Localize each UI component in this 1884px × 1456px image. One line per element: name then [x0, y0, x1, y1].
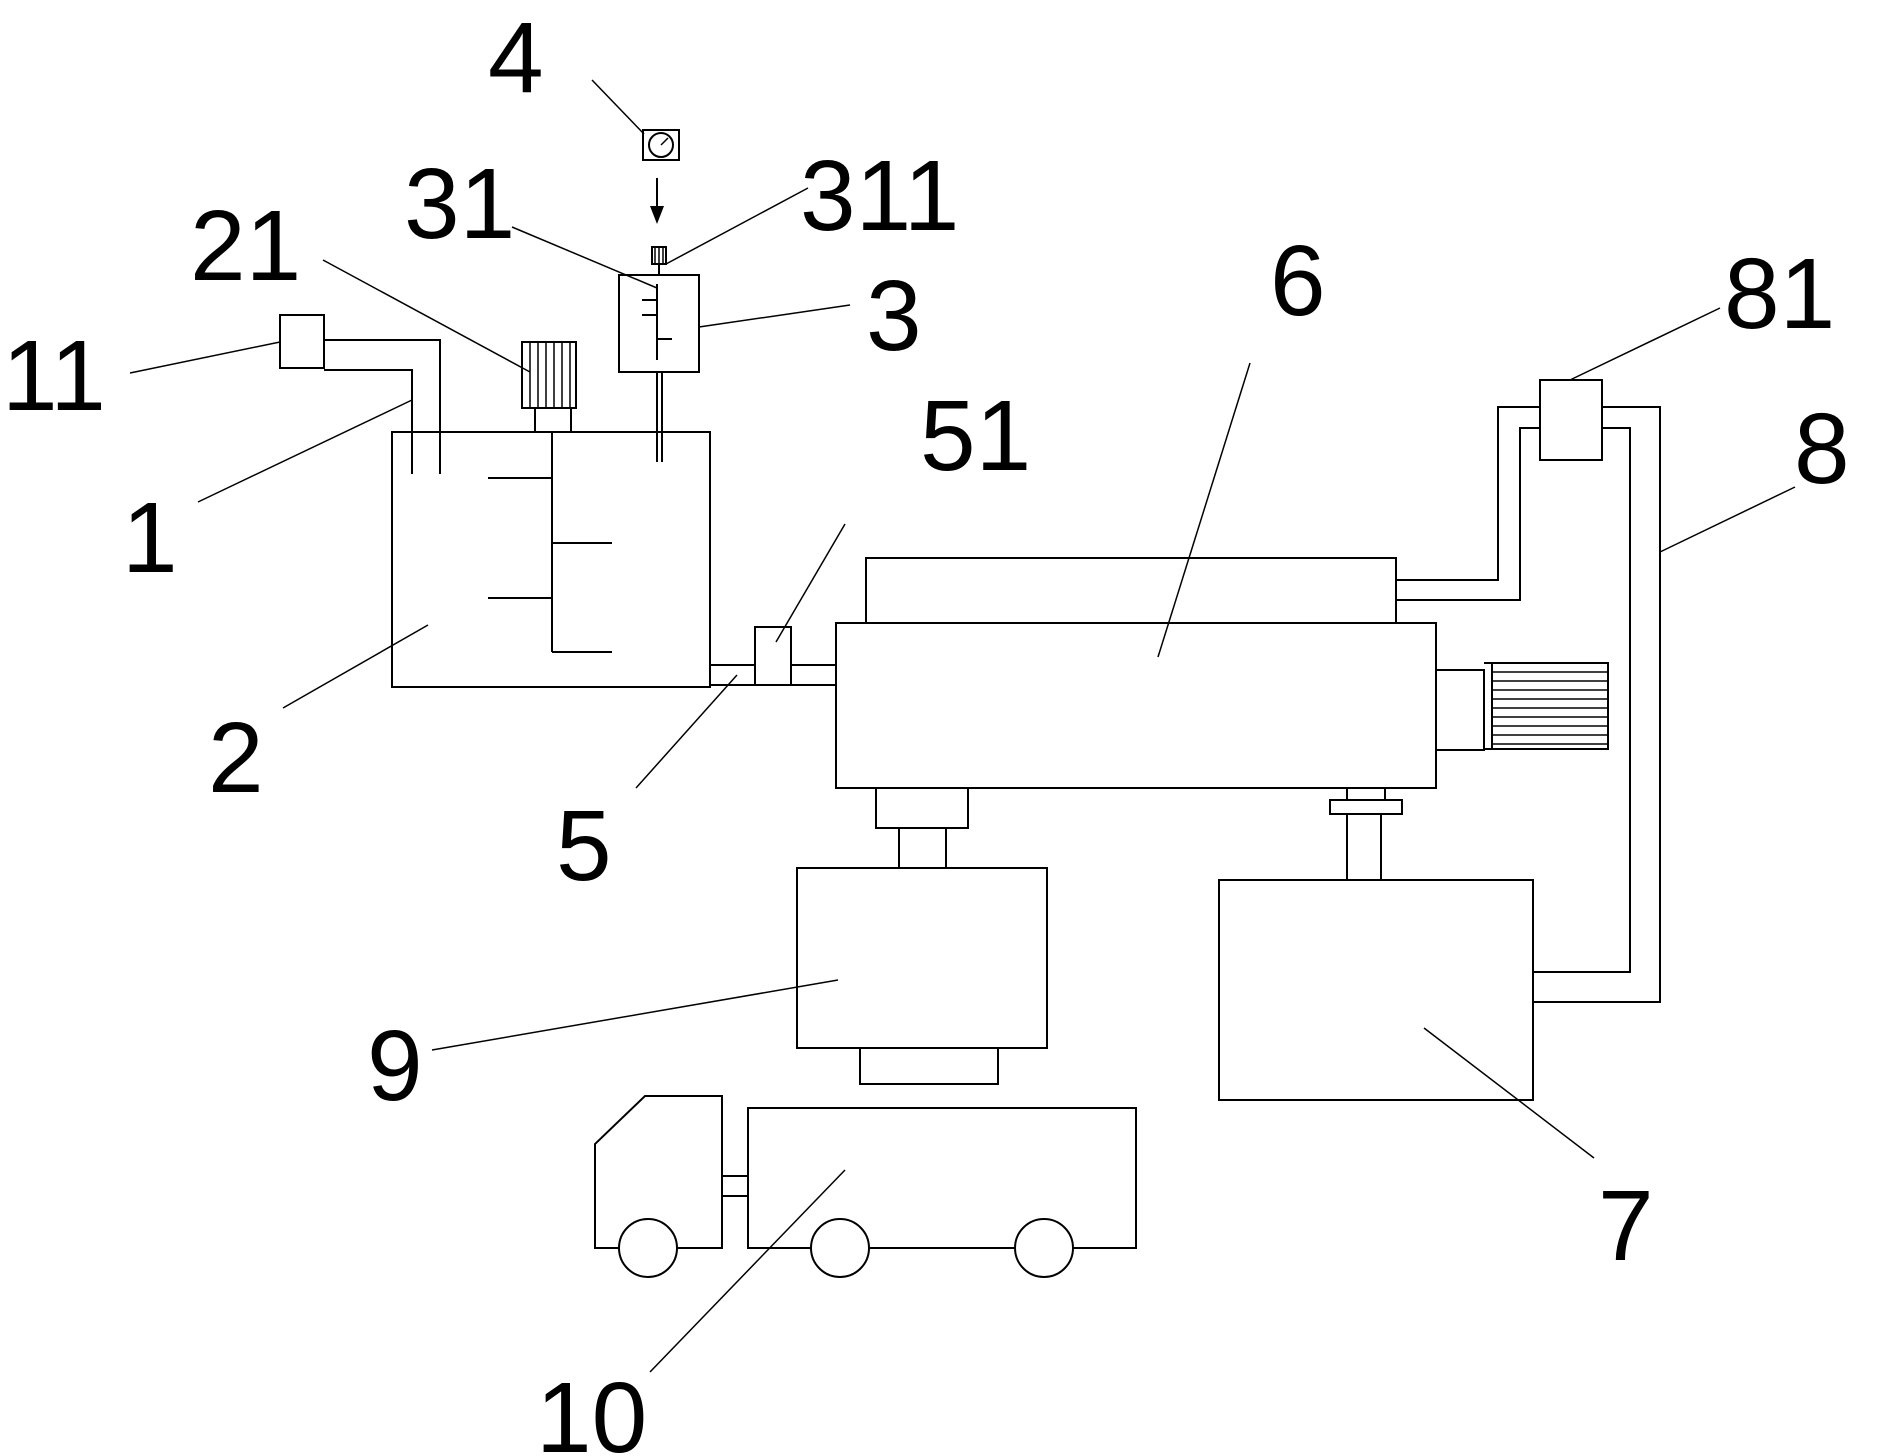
- label-1: 1: [122, 482, 178, 594]
- label-6: 6: [1270, 225, 1326, 337]
- label-11: 11: [2, 320, 106, 432]
- dosing-valve-grip: [654, 248, 664, 263]
- stirrer-motor: [521, 341, 577, 433]
- dosing-tank: [618, 274, 700, 462]
- label-5: 5: [556, 790, 612, 902]
- feed-valve: [754, 626, 792, 686]
- label-10: 10: [536, 1362, 647, 1456]
- label-21: 21: [190, 190, 301, 302]
- solids-hopper: [796, 867, 1048, 1085]
- label-311: 311: [800, 140, 959, 252]
- pressure-gauge-icon: [642, 129, 680, 161]
- label-9: 9: [367, 1010, 423, 1122]
- inlet-pipe: [324, 339, 441, 474]
- label-4: 4: [488, 2, 544, 114]
- label-81: 81: [1724, 238, 1835, 350]
- label-31: 31: [404, 148, 515, 260]
- label-2: 2: [208, 702, 264, 814]
- centrifuge: [835, 557, 1609, 880]
- mixing-tank: [391, 431, 711, 688]
- label-7: 7: [1598, 1170, 1654, 1282]
- inlet-valve: [279, 314, 325, 369]
- label-3: 3: [866, 260, 922, 372]
- label-51: 51: [920, 380, 1031, 492]
- down-arrow-icon: [650, 178, 664, 224]
- feed-pipe: [710, 664, 836, 686]
- label-8: 8: [1794, 393, 1850, 505]
- truck: [594, 1095, 1137, 1278]
- return-pump: [1539, 379, 1603, 461]
- leader-lines: [129, 79, 1796, 1373]
- return-pipe: [1396, 406, 1661, 1003]
- liquid-tank: [1218, 879, 1534, 1101]
